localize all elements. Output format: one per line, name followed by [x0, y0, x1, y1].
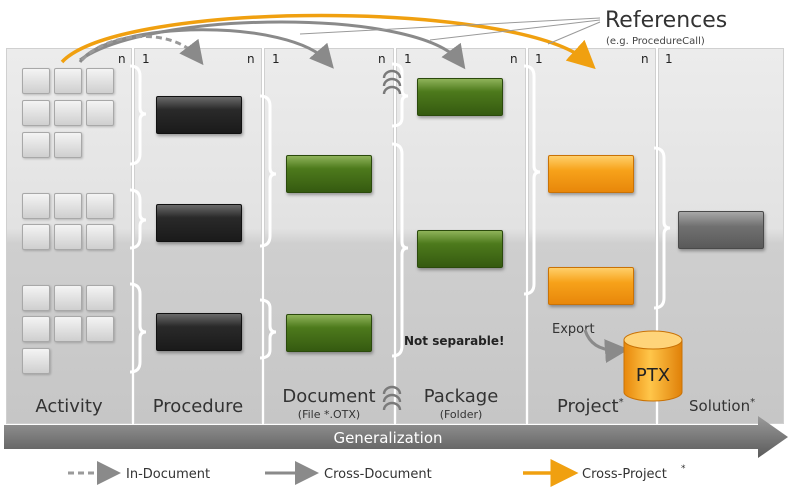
- chain-link-icon: [382, 69, 402, 411]
- not-separable-note: Not separable!: [404, 334, 505, 348]
- bracket: [129, 64, 147, 166]
- reference-pointers: [299, 17, 601, 45]
- activity-block: [86, 100, 114, 126]
- activity-block: [22, 68, 50, 94]
- column-label-package: Package: [423, 386, 499, 407]
- activity-block: [54, 193, 82, 219]
- package-card: [417, 230, 503, 268]
- column-label-procedure: Procedure: [152, 396, 244, 417]
- activity-block: [22, 285, 50, 311]
- column-label-solution: Solution: [689, 397, 751, 415]
- mult-document-left: 1: [272, 52, 280, 66]
- brackets: [129, 62, 671, 374]
- cross-document-arrow: [79, 20, 466, 70]
- activity-block: [86, 193, 114, 219]
- legend-in-document: In-Document: [126, 467, 210, 482]
- cross-project-arrow: [60, 13, 596, 70]
- activity-block: [54, 224, 82, 250]
- legend: In-Document Cross-Document Cross-Project…: [68, 459, 686, 487]
- activity-block: [86, 316, 114, 342]
- bracket: [259, 94, 277, 248]
- bracket: [523, 64, 541, 296]
- column-label-document: Document: [282, 386, 376, 407]
- procedure-card: [156, 96, 242, 134]
- column-label-project: Project: [557, 396, 619, 417]
- mult-document-right: n: [378, 52, 386, 66]
- activity-block: [54, 100, 82, 126]
- activity-block: [54, 316, 82, 342]
- bracket: [391, 62, 409, 128]
- document-card: [286, 155, 372, 193]
- package-card: [417, 78, 503, 116]
- generalization-arrow: [4, 416, 788, 458]
- procedure-card: [156, 313, 242, 351]
- legend-cross-document: Cross-Document: [324, 467, 432, 482]
- legend-cross-project: Cross-Project: [582, 467, 667, 482]
- bracket: [129, 282, 147, 374]
- bracket: [391, 142, 409, 358]
- bracket: [653, 146, 671, 310]
- activity-block: [86, 224, 114, 250]
- activity-block: [86, 285, 114, 311]
- column-label-project-star: *: [618, 397, 624, 408]
- mult-activity-right: n: [118, 52, 126, 66]
- activity-block: [22, 100, 50, 126]
- legend-cross-project-star: *: [681, 464, 686, 474]
- project-card: [548, 155, 634, 193]
- project-card: [548, 267, 634, 305]
- mult-procedure-left: 1: [142, 52, 150, 66]
- mult-package-left: 1: [404, 52, 412, 66]
- references-title: References: [605, 8, 728, 33]
- activity-block: [22, 224, 50, 250]
- export-arrow: [583, 329, 629, 364]
- column-label-solution-star: *: [750, 397, 756, 408]
- activity-block: [22, 132, 50, 158]
- activity-block: [22, 193, 50, 219]
- export-label: Export: [552, 322, 595, 337]
- activity-block: [86, 68, 114, 94]
- activity-block: [22, 348, 50, 374]
- bracket: [259, 298, 277, 360]
- mult-solution-left: 1: [665, 52, 673, 66]
- references-example: (e.g. ProcedureCall): [606, 36, 705, 47]
- cross-document-arrows: [78, 20, 466, 70]
- document-card: [286, 314, 372, 352]
- in-document-arrow: [80, 35, 204, 66]
- mult-package-right: n: [510, 52, 518, 66]
- ptx-label: PTX: [636, 365, 670, 386]
- ptx-cylinder-icon: [623, 330, 683, 402]
- generalization-label: Generalization: [333, 429, 442, 447]
- column-document: Document (File *.OTX): [264, 48, 394, 424]
- activity-block: [54, 132, 82, 158]
- activity-block: [22, 316, 50, 342]
- column-sub-package: (Folder): [439, 408, 483, 421]
- mult-project-right: n: [641, 52, 649, 66]
- solution-card: [678, 211, 764, 249]
- mult-procedure-right: n: [247, 52, 255, 66]
- activity-block: [54, 68, 82, 94]
- procedure-card: [156, 204, 242, 242]
- column-label-activity: Activity: [35, 396, 103, 417]
- bracket: [129, 188, 147, 250]
- column-sub-document: (File *.OTX): [297, 408, 361, 421]
- activity-block: [54, 285, 82, 311]
- mult-project-left: 1: [535, 52, 543, 66]
